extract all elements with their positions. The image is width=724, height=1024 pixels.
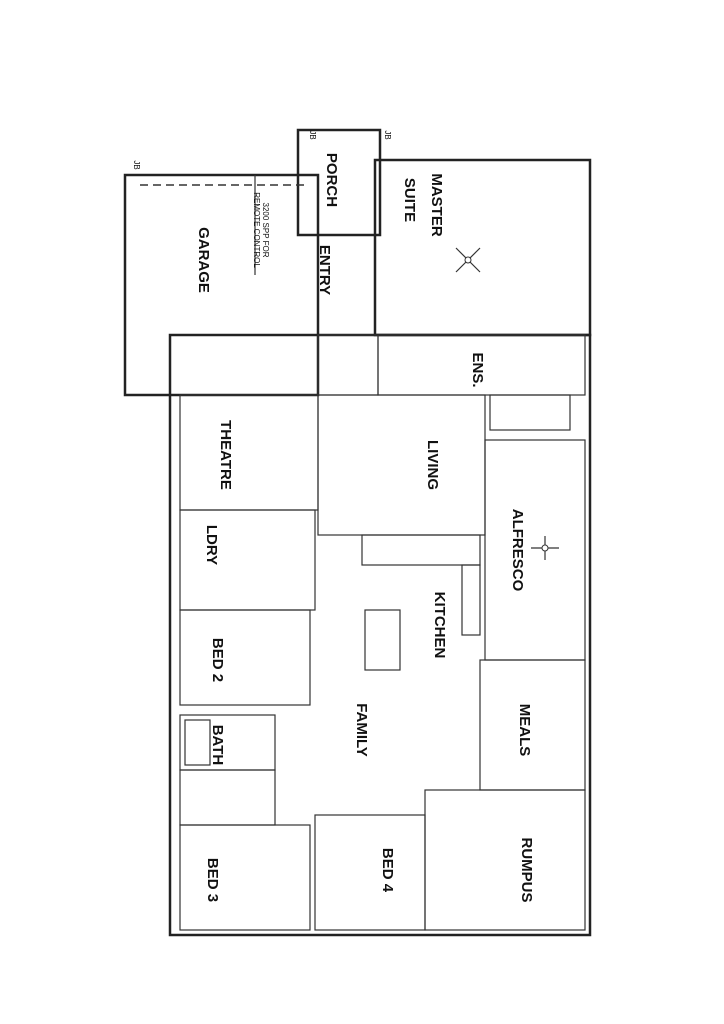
label-theatre: THEATRE [217,420,234,490]
label-suite: SUITE [401,178,418,222]
wc [317,334,379,396]
rumpus-walls [424,789,586,931]
label-entry: ENTRY [316,245,333,295]
bathtub [184,719,211,766]
bath-shower [179,769,276,826]
label-bed3: BED 3 [204,858,221,902]
bed2-walls [179,609,311,706]
jb-label-master: JB [383,130,392,139]
jb-label-porch: JB [308,130,317,139]
kitchen-side-bench [461,564,481,636]
bed4-walls [314,814,426,931]
label-ensuite: ENS. [469,352,486,387]
label-living: LIVING [424,440,441,490]
kitchen-island [364,609,401,671]
label-bed4: BED 4 [379,848,396,893]
ceiling-fan-icon [531,536,559,560]
label-master: MASTER [428,173,445,237]
kitchen-bench [361,534,481,566]
living-walls [317,394,486,536]
label-porch: PORCH [323,153,340,207]
label-garage: GARAGE [195,227,212,293]
theatre-walls [179,394,319,511]
label-laundry: LDRY [203,525,220,565]
garage-note-line1: 3200 SPP FOR [261,203,270,258]
porch-walls [296,128,382,237]
label-bath: BATH [209,725,226,766]
laundry-walls [179,509,316,611]
ensuite-bath [489,394,571,431]
label-kitchen: KITCHEN [431,592,448,659]
label-family: FAMILY [353,703,370,757]
bath-walls [179,714,276,771]
walls [123,128,592,937]
garage-walls [123,173,320,397]
label-alfresco: ALFRESCO [509,509,526,592]
alfresco-walls [484,439,586,661]
garage-note-line2: REMOTE CONTROL [252,192,261,268]
bed3-walls [179,824,311,931]
jb-label-garage: JB [132,160,141,169]
label-rumpus: RUMPUS [518,837,535,902]
label-bed2: BED 2 [209,638,226,682]
ceiling-fan-icon [455,247,481,273]
label-meals: MEALS [516,704,533,757]
